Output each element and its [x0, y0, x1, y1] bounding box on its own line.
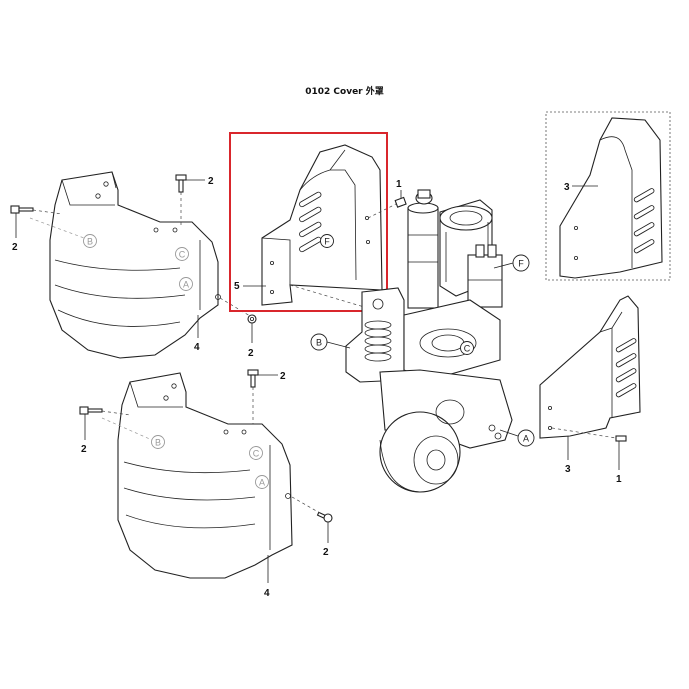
callout-4-top: 4 [194, 342, 200, 353]
screw-2-upper-right [219, 297, 257, 343]
svg-text:B: B [155, 438, 161, 448]
ref-letter-f-assembly: F [493, 254, 530, 272]
screw-1-top [394, 190, 407, 208]
callout-2-b: 2 [208, 176, 214, 187]
svg-text:A: A [183, 280, 189, 290]
callout-1-right: 1 [616, 474, 622, 485]
svg-text:A: A [259, 478, 265, 488]
ref-letter-a-upper: A [179, 277, 193, 291]
screw-2-lower-top [247, 369, 278, 424]
callout-3-inset: 3 [564, 182, 570, 193]
callout-2-d: 2 [280, 371, 286, 382]
ref-letter-f-cover: F [320, 234, 334, 248]
page-title: 0102 Cover 外罩 [305, 87, 384, 97]
callout-4-bottom: 4 [264, 588, 270, 599]
svg-text:F: F [518, 259, 524, 269]
screw-2-lower-left [79, 406, 131, 440]
svg-text:A: A [523, 434, 529, 444]
svg-text:C: C [179, 250, 186, 260]
ref-letter-a-assembly: A [499, 429, 535, 447]
callout-2-f: 2 [323, 547, 329, 558]
highlight-box [229, 132, 388, 312]
callout-5: 5 [234, 281, 240, 292]
screw-2-upper-left [10, 205, 63, 238]
callout-2-c: 2 [248, 348, 254, 359]
cover-part-5 [243, 144, 399, 306]
cover-part-3-right [539, 295, 641, 460]
callout-1-top: 1 [396, 179, 402, 190]
ref-letter-c-lower: C [249, 446, 263, 460]
ref-letter-b-lower: B [101, 417, 165, 449]
svg-text:B: B [316, 338, 322, 348]
ref-letter-c-assembly: C [460, 341, 474, 355]
svg-text:C: C [464, 344, 471, 354]
cover-part-3-inset [559, 117, 663, 279]
ref-letter-a-lower: A [255, 475, 269, 489]
inset-frame [545, 111, 671, 281]
callout-3-right: 3 [565, 464, 571, 475]
ref-letter-b-upper: B [29, 217, 97, 248]
svg-text:F: F [324, 237, 330, 247]
screw-1-right [615, 435, 627, 470]
svg-text:C: C [253, 449, 260, 459]
screw-2-lower-right [291, 496, 333, 543]
ref-letter-c-upper: C [175, 247, 189, 261]
svg-text:B: B [87, 237, 93, 247]
callout-2-e: 2 [81, 444, 87, 455]
drive-wheel-assembly [345, 189, 513, 493]
cover-part-4-upper [49, 171, 221, 359]
cover-part-4-lower [117, 372, 293, 579]
callout-2-a: 2 [12, 242, 18, 253]
ref-letter-b-assembly: B [310, 333, 351, 351]
screw-2-upper-top [175, 174, 205, 225]
